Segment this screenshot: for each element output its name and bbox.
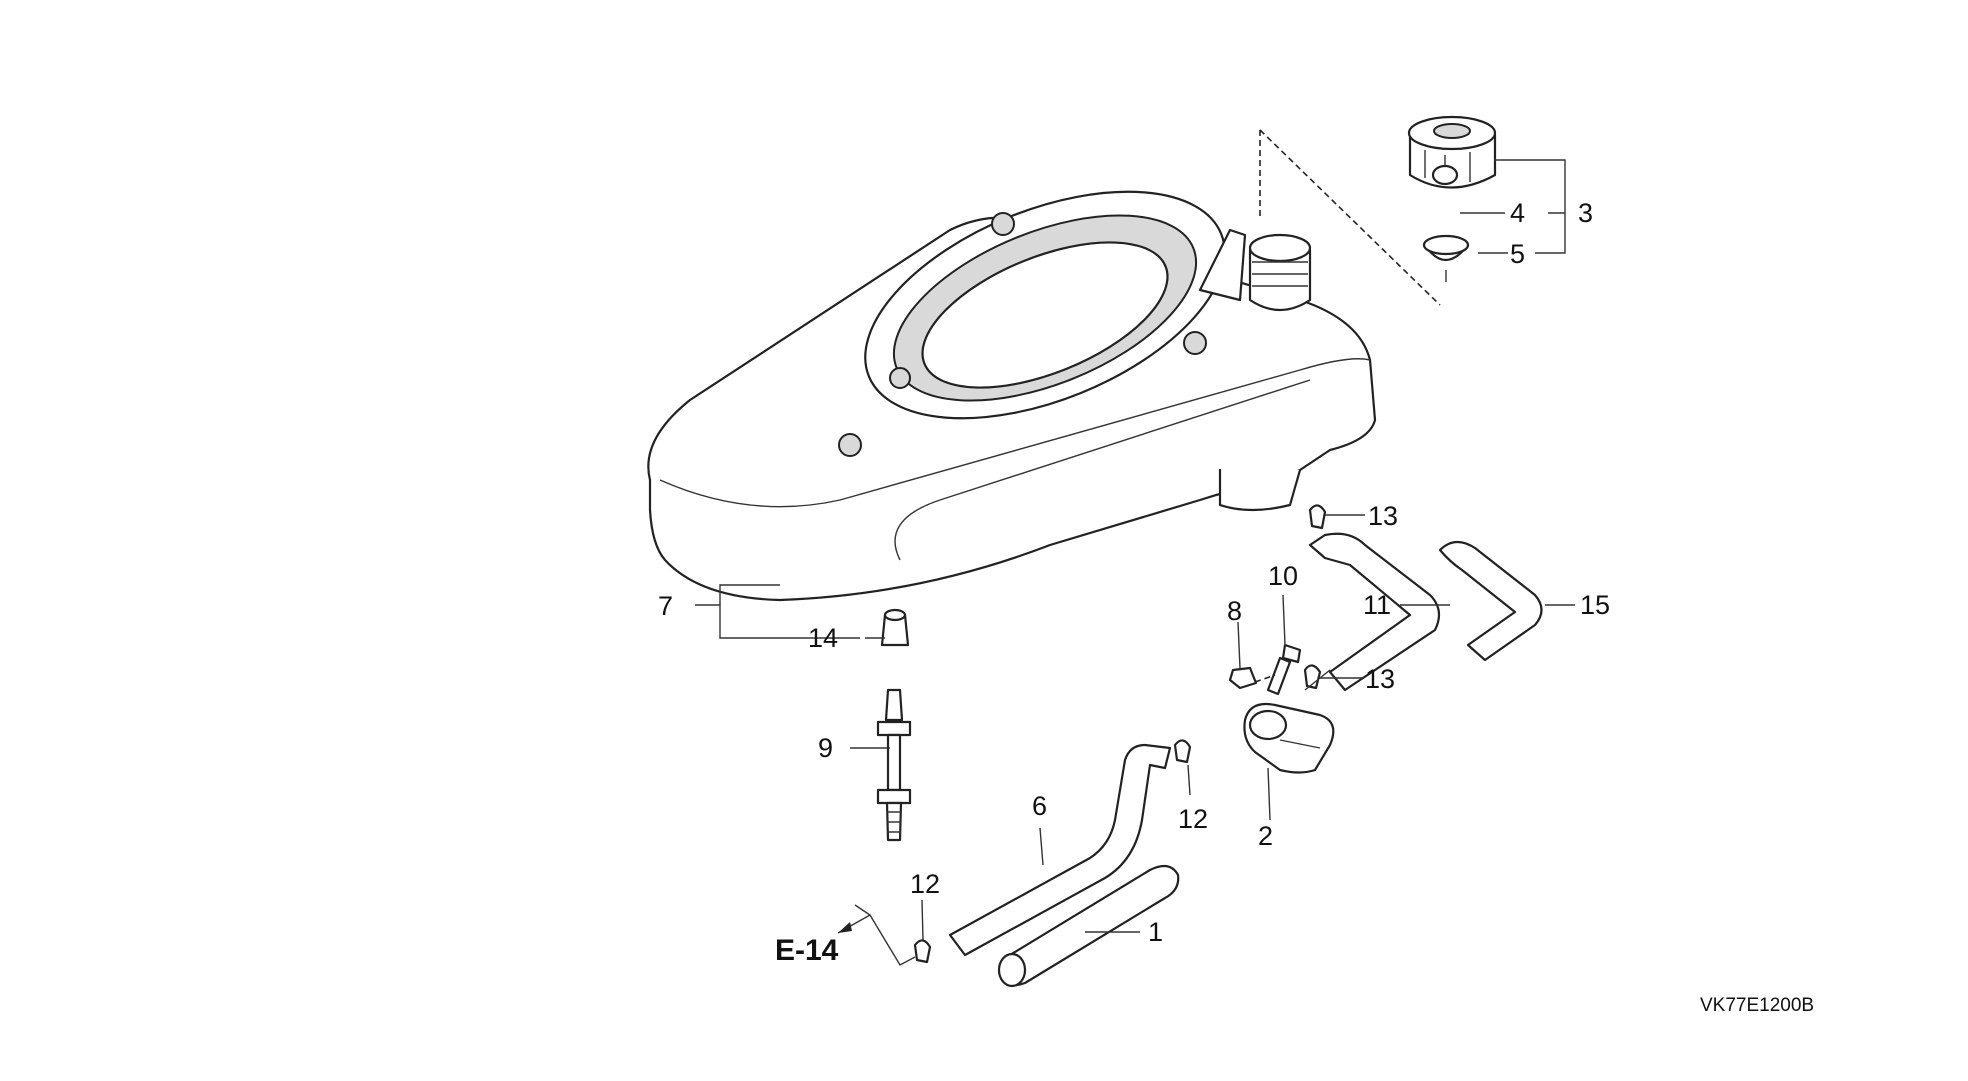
callout-10: 10 bbox=[1268, 561, 1298, 591]
fuel-cap bbox=[1407, 115, 1497, 189]
cap-strainer bbox=[1422, 234, 1470, 282]
callout-3: 3 bbox=[1578, 198, 1593, 228]
reference-label: E-14 bbox=[775, 934, 839, 967]
callout-13a: 13 bbox=[1368, 501, 1398, 531]
hose-clip bbox=[1173, 739, 1192, 764]
callout-12b: 12 bbox=[1178, 804, 1208, 834]
bolt bbox=[1266, 643, 1302, 696]
callout-8: 8 bbox=[1227, 596, 1242, 626]
callout-2: 2 bbox=[1258, 821, 1273, 851]
tube-1-end bbox=[997, 952, 1027, 988]
callout-9: 9 bbox=[818, 733, 833, 763]
cap-seal bbox=[1431, 164, 1459, 186]
callout-14: 14 bbox=[808, 623, 838, 653]
leader-lines bbox=[695, 159, 1575, 966]
drawing-code: VK77E1200B bbox=[1700, 995, 1814, 1016]
hose-clip bbox=[913, 939, 932, 964]
drain-bolt bbox=[876, 688, 912, 842]
bolt-dashed-line bbox=[1254, 674, 1276, 683]
breather-tube bbox=[1438, 540, 1543, 662]
callout-6: 6 bbox=[1032, 791, 1047, 821]
callout-7: 7 bbox=[658, 591, 673, 621]
callout-11: 11 bbox=[1363, 590, 1391, 620]
arrow-head-icon bbox=[838, 922, 852, 933]
callout-13b: 13 bbox=[1365, 664, 1395, 694]
fuel-tube-6 bbox=[948, 743, 1172, 957]
cap-dashed-line bbox=[1259, 129, 1441, 306]
callout-15: 15 bbox=[1580, 590, 1610, 620]
tube-clip bbox=[1308, 504, 1327, 530]
nut bbox=[1228, 666, 1258, 690]
callout-5: 5 bbox=[1510, 239, 1525, 269]
fuel-tank-shroud bbox=[647, 190, 1377, 602]
fuel-tube bbox=[1308, 532, 1441, 692]
grommet bbox=[880, 608, 910, 647]
callout-4: 4 bbox=[1510, 198, 1525, 228]
callout-1: 1 bbox=[1148, 917, 1163, 947]
fuel-cock bbox=[1243, 702, 1335, 774]
tube-clip bbox=[1303, 664, 1322, 690]
callout-12a: 12 bbox=[910, 869, 940, 899]
